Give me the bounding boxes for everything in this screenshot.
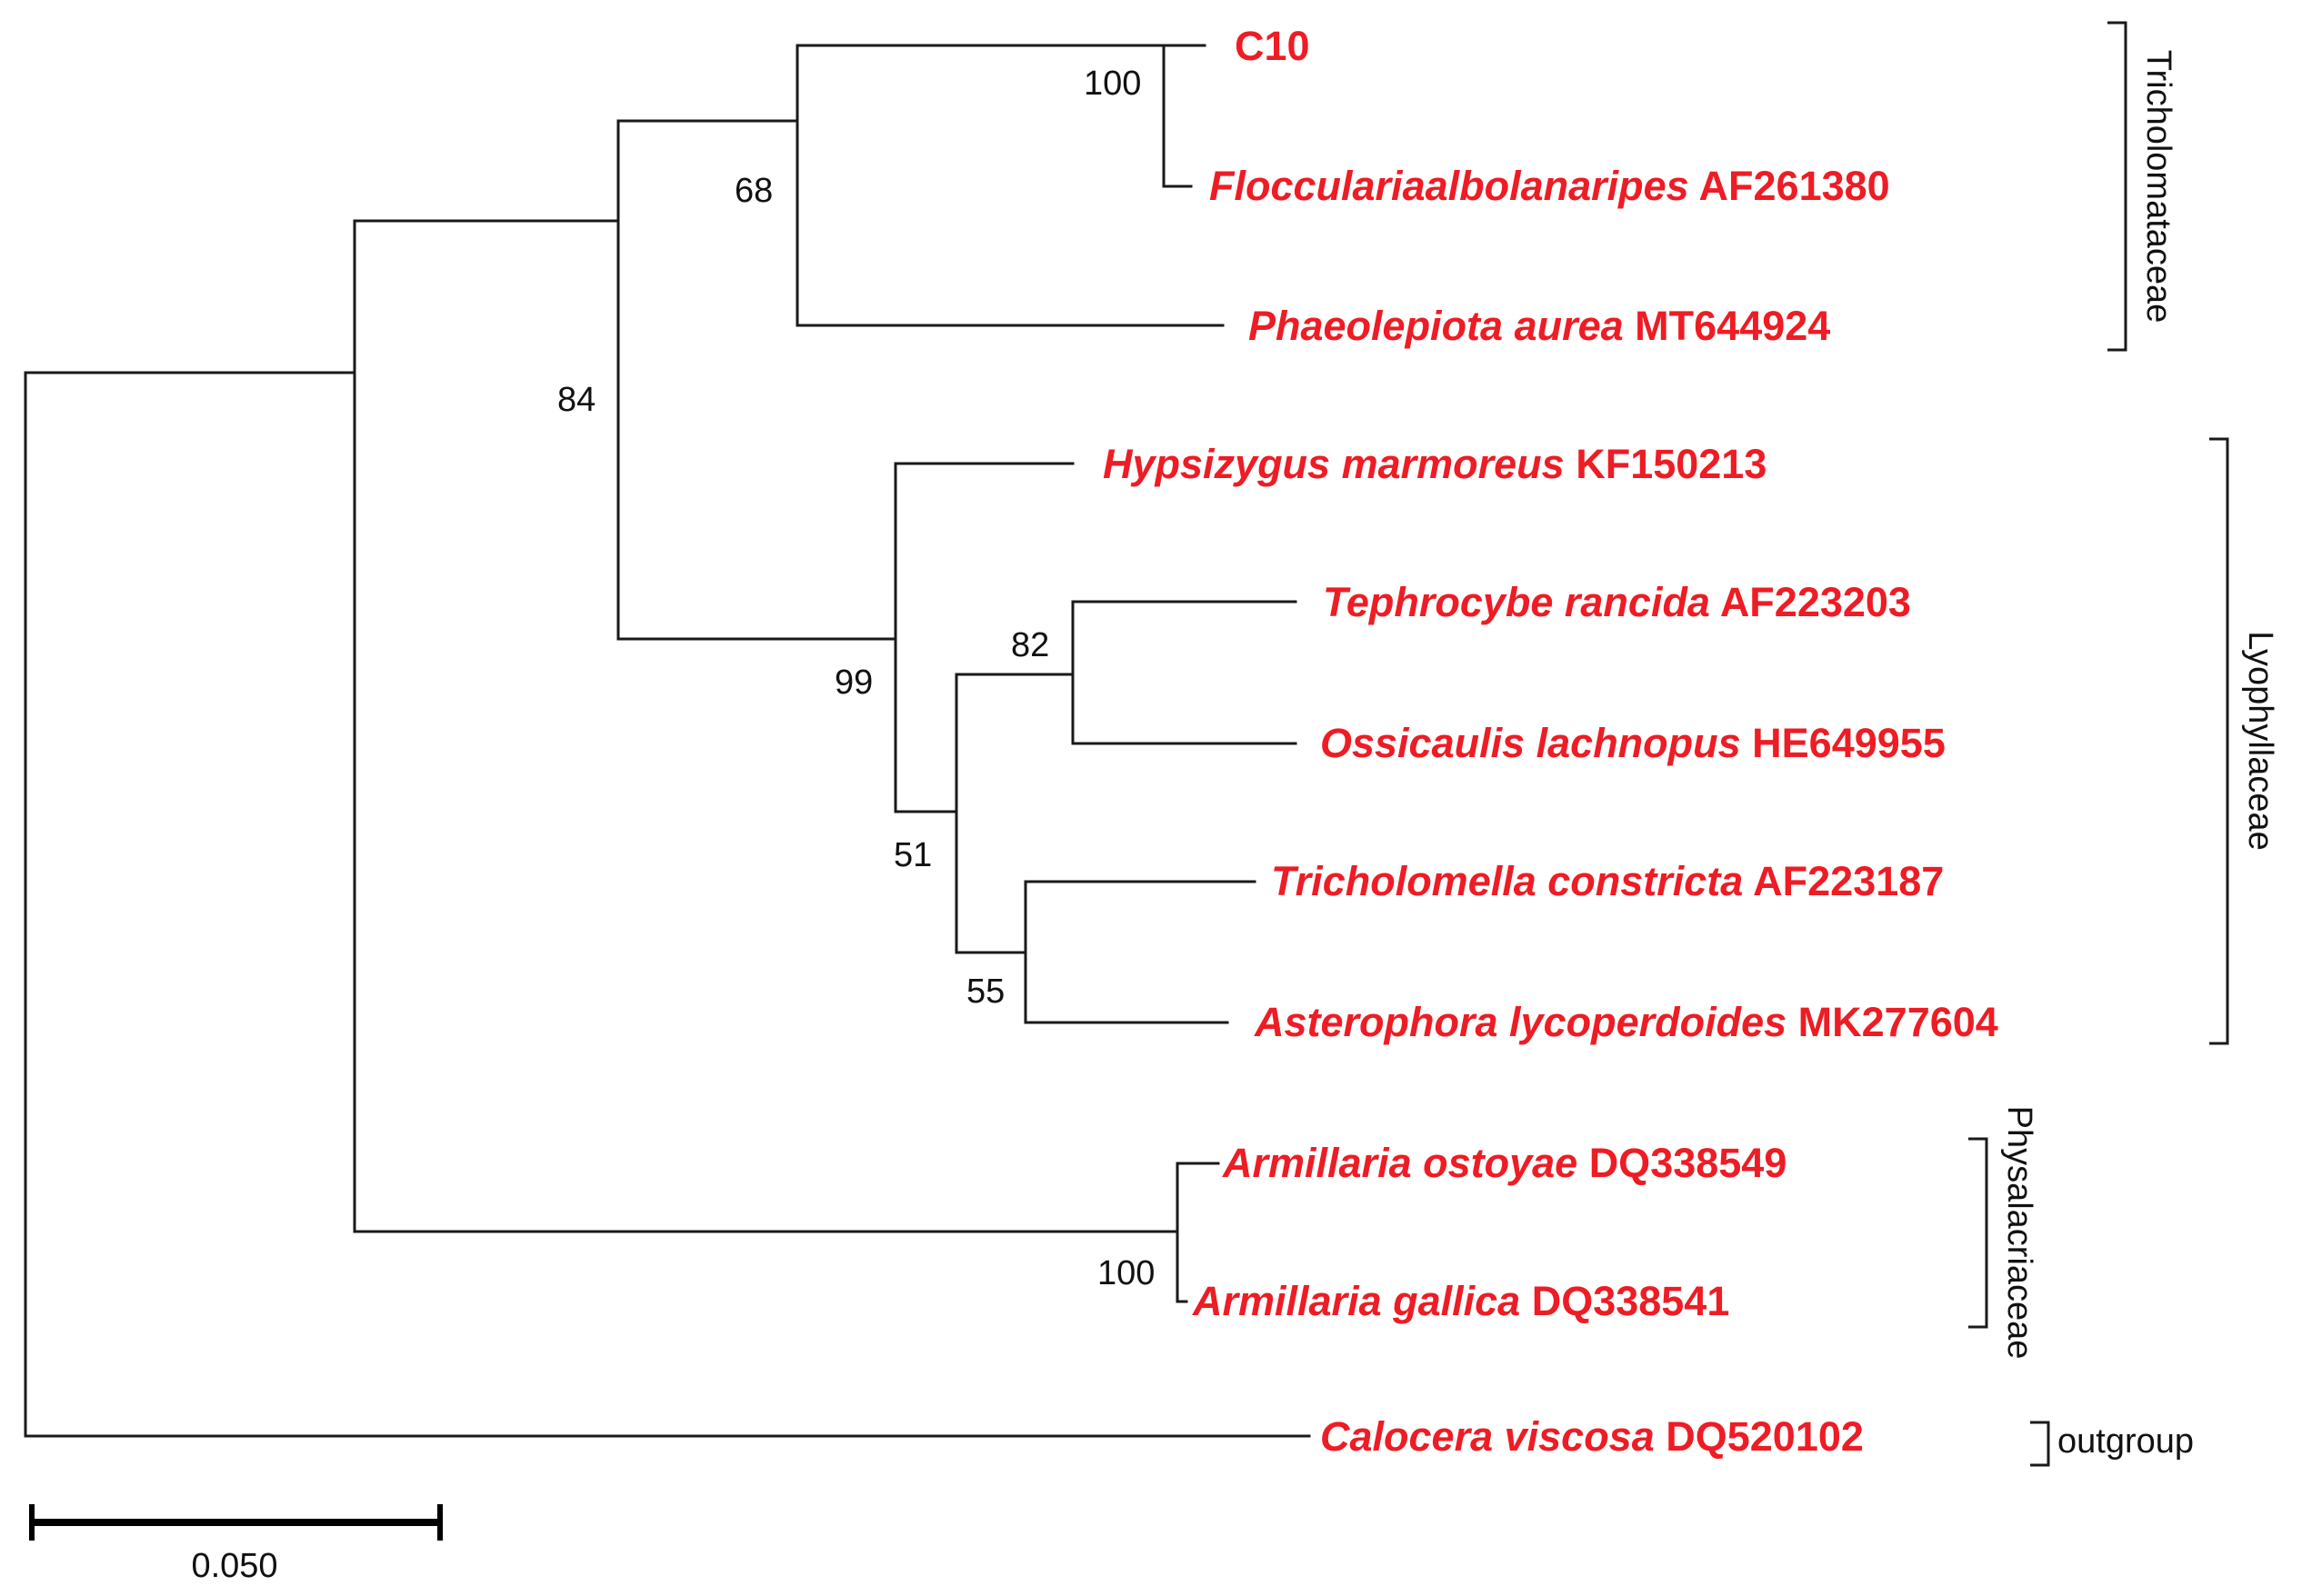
support-value: 84 — [557, 381, 596, 419]
taxon-label: Armillaria ostoyae DQ338549 — [1222, 1140, 1787, 1186]
branch-ingroup — [353, 219, 1179, 1233]
support-value: 100 — [1084, 65, 1141, 103]
bracket-tricholomataceae — [2107, 21, 2127, 352]
taxon-label: Flocculariaalbolanaripes AF261380 — [1209, 163, 1890, 209]
taxon-label: Phaeolepiota aurea MT644924 — [1248, 303, 1830, 349]
taxon-label: Calocera viscosa DQ520102 — [1320, 1413, 1864, 1460]
scale-bar-label: 0.050 — [191, 1547, 277, 1585]
group-label-lyophyllaceae: Lyophyllaceae — [2241, 631, 2279, 851]
taxon-label: Asterophora lycoperdoides MK277604 — [1254, 999, 1998, 1045]
taxon-label: Tephrocybe rancida AF223203 — [1323, 579, 1911, 625]
branch-node-82 — [1071, 600, 1297, 745]
branch-node-51 — [955, 673, 1075, 954]
taxon-label: Tricholomella constricta AF223187 — [1271, 858, 1944, 904]
taxon-label: Ossicaulis lachnopus HE649955 — [1320, 720, 1946, 766]
group-labels: Tricholomataceae Lyophyllaceae Physalacr… — [2000, 50, 2279, 1461]
group-label-outgroup: outgroup — [2057, 1422, 2194, 1461]
taxon-label: C10 — [1235, 23, 1310, 69]
bracket-outgroup — [2030, 1421, 2050, 1467]
scale-bar: 0.050 — [29, 1504, 443, 1585]
group-label-physalacriaceae: Physalacriaceae — [2000, 1106, 2038, 1360]
support-value: 68 — [735, 172, 773, 210]
taxon-label: Hypsizygus marmoreus KF150213 — [1103, 441, 1767, 487]
support-value: 51 — [894, 836, 932, 874]
support-value: 55 — [966, 973, 1005, 1011]
bracket-physalacriaceae — [1968, 1137, 1988, 1329]
support-value: 82 — [1011, 626, 1049, 664]
branch-node-84 — [616, 119, 897, 641]
group-brackets — [1968, 21, 2229, 1467]
bracket-lyophyllaceae — [2209, 437, 2229, 1045]
branch-node-99 — [894, 462, 1075, 813]
branch-node-68 — [796, 44, 1225, 327]
branch-root — [24, 371, 1311, 1438]
support-value: 99 — [835, 663, 873, 702]
branch-node-100-top — [1162, 44, 1206, 188]
taxon-labels: C10 Flocculariaalbolanaripes AF261380 Ph… — [1103, 23, 1998, 1460]
group-label-tricholomataceae: Tricholomataceae — [2139, 50, 2177, 324]
support-values: 100 68 84 99 82 51 55 100 — [557, 65, 1155, 1292]
support-value: 100 — [1097, 1254, 1155, 1292]
branch-node-100-bottom — [1176, 1162, 1220, 1303]
branch-node-55 — [1024, 880, 1256, 1024]
taxon-label: Armillaria gallica DQ338541 — [1192, 1278, 1729, 1324]
tree-branches — [24, 44, 1311, 1438]
